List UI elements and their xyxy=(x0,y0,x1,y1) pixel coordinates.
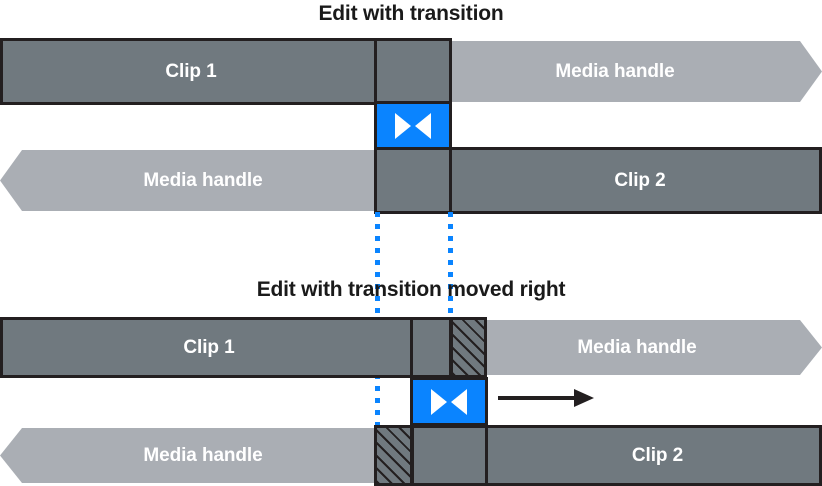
media-handle-label: Media handle xyxy=(555,60,675,82)
media-handle-label: Media handle xyxy=(143,444,263,466)
arrow-right-icon xyxy=(498,389,594,407)
section-title-bottom: Edit with transition moved right xyxy=(256,278,566,301)
clip1-added-media-hatch xyxy=(450,317,487,378)
transition-bowtie-icon xyxy=(431,388,467,415)
clip2-transition-overlap-bottom xyxy=(411,425,488,486)
media-handle-label: Media handle xyxy=(143,169,263,191)
clip1-transition-overlap-bottom xyxy=(410,317,452,378)
alignment-guide-left-lower xyxy=(375,374,380,430)
transition-bowtie-icon xyxy=(395,112,431,139)
clip2-label: Clip 2 xyxy=(631,444,684,466)
clip1-label: Clip 1 xyxy=(183,336,235,358)
media-handle-label: Media handle xyxy=(577,336,697,358)
alignment-guide-right-upper xyxy=(448,212,453,322)
transition-block-bottom[interactable] xyxy=(410,377,488,426)
transition-block-top[interactable] xyxy=(374,101,452,150)
clip1-label: Clip 1 xyxy=(165,60,217,82)
clip1-transition-overlap-top xyxy=(374,38,452,105)
alignment-guide-left-upper xyxy=(375,212,380,322)
clip2-transition-overlap-top xyxy=(374,147,452,214)
section-title-top: Edit with transition xyxy=(318,2,504,25)
clip2-label: Clip 2 xyxy=(614,169,666,191)
clip2-removed-media-hatch xyxy=(374,425,413,486)
